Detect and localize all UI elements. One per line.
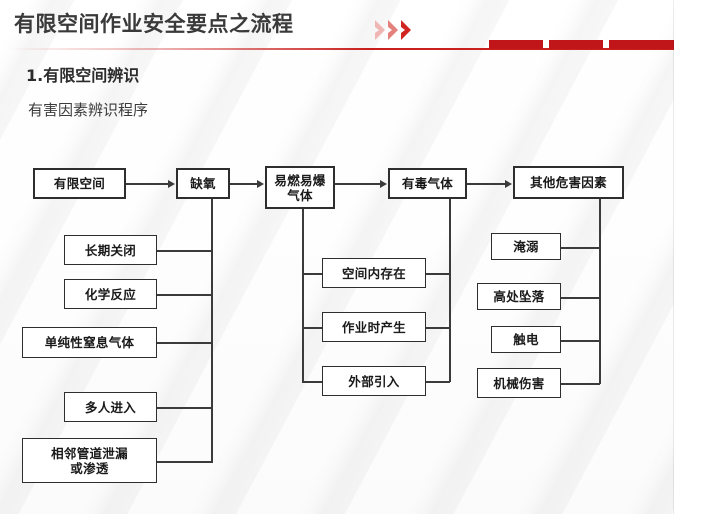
double-chevron-right-icon (374, 19, 420, 41)
branch-flammable-1 (302, 273, 324, 275)
branch-oxygen-3 (157, 342, 212, 344)
node-multiple-entry[interactable]: 多人进入 (64, 392, 157, 422)
header-accent-bar-2 (549, 40, 603, 49)
branch-other-1 (561, 247, 600, 249)
slide-header: 有限空间作业安全要点之流程 (0, 0, 701, 52)
connector-n2-n3 (230, 183, 257, 185)
slide-right-margin (674, 0, 701, 514)
node-flammable-line2: 气体 (287, 187, 313, 203)
arrow-n1-n2 (168, 180, 175, 188)
slide-right-border (673, 0, 674, 514)
arrow-n2-n3 (257, 180, 264, 188)
node-drowning[interactable]: 淹溺 (491, 233, 561, 260)
node-adjacent-pipe-line1: 相邻管道泄漏 (51, 445, 128, 461)
branch-other-4 (561, 383, 600, 385)
arrow-n4-n5 (505, 180, 512, 188)
connector-n3-n4 (335, 183, 380, 185)
node-toxic-gas[interactable]: 有毒气体 (388, 168, 467, 199)
branch-toxic-1 (426, 273, 450, 275)
header-accent-bar-1 (489, 40, 543, 49)
branch-oxygen-1 (157, 250, 212, 252)
branch-other-3 (561, 340, 600, 342)
page-title: 有限空间作业安全要点之流程 (14, 12, 294, 36)
node-flammable-line1: 易燃易爆 (274, 172, 326, 188)
branch-flammable-3 (302, 381, 324, 383)
node-chemical-reaction[interactable]: 化学反应 (64, 279, 157, 309)
header-rule (8, 48, 698, 50)
trunk-other-hazards (599, 199, 601, 384)
node-simple-asphyxiant-gas[interactable]: 单纯性窒息气体 (22, 327, 157, 358)
node-oxygen-deficiency[interactable]: 缺氧 (176, 168, 230, 199)
trunk-flammable-gas (302, 209, 304, 382)
node-adjacent-pipe-line2: 或渗透 (70, 460, 109, 476)
node-exists-in-space[interactable]: 空间内存在 (322, 258, 426, 288)
node-fall-from-height[interactable]: 高处坠落 (477, 283, 561, 310)
branch-flammable-2 (302, 327, 324, 329)
node-long-term-closed[interactable]: 长期关闭 (64, 235, 157, 265)
branch-toxic-3 (426, 381, 450, 383)
header-accent-bar-3 (609, 40, 685, 49)
connector-n4-n5 (467, 183, 505, 185)
trunk-toxic-gas (449, 199, 451, 382)
node-external-introduction[interactable]: 外部引入 (322, 366, 426, 396)
node-flammable-explosive-gas[interactable]: 易燃易爆 气体 (265, 166, 335, 209)
node-confined-space[interactable]: 有限空间 (33, 168, 126, 199)
branch-oxygen-2 (157, 294, 212, 296)
branch-toxic-2 (426, 327, 450, 329)
node-adjacent-pipe-leak[interactable]: 相邻管道泄漏 或渗透 (22, 438, 157, 483)
trunk-oxygen-deficiency (211, 199, 213, 463)
node-generated-during-work[interactable]: 作业时产生 (322, 312, 426, 342)
branch-oxygen-5 (157, 461, 212, 463)
section-subtitle: 有害因素辨识程序 (28, 101, 149, 119)
node-mechanical-injury[interactable]: 机械伤害 (477, 368, 561, 398)
branch-other-2 (561, 297, 600, 299)
branch-oxygen-4 (157, 407, 212, 409)
node-electric-shock[interactable]: 触电 (491, 326, 561, 353)
section-number-title: 1.有限空间辨识 (26, 66, 140, 85)
connector-n1-n2 (126, 183, 168, 185)
node-other-hazard-factors[interactable]: 其他危害因素 (513, 166, 624, 199)
arrow-n3-n4 (380, 180, 387, 188)
